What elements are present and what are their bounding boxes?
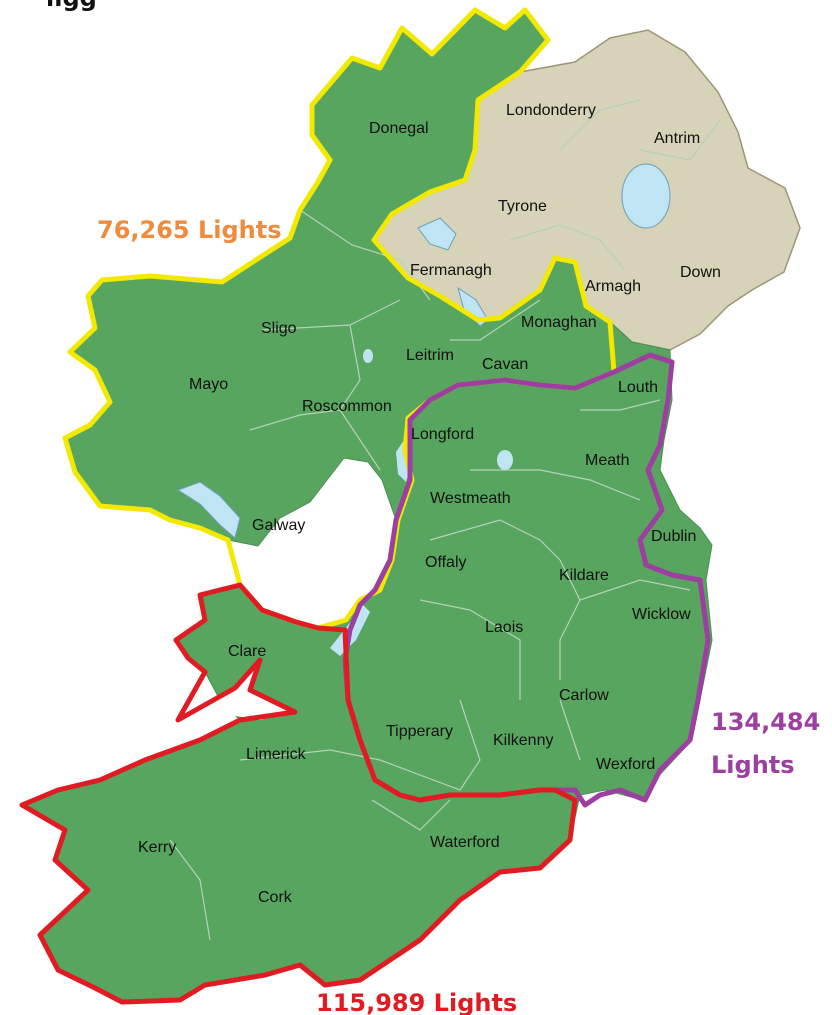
county-label: Antrim <box>654 130 700 147</box>
county-label: Tipperary <box>386 723 453 740</box>
county-label: Armagh <box>585 278 641 295</box>
east-total-number: 134,484 <box>711 708 820 736</box>
county-label: Kerry <box>138 839 176 856</box>
county-label: Tyrone <box>498 198 547 215</box>
county-label: Fermanagh <box>410 262 492 279</box>
county-label: Westmeath <box>430 490 511 507</box>
county-label: Leitrim <box>406 347 454 364</box>
county-borders <box>169 99 721 941</box>
county-label: Donegal <box>369 120 429 137</box>
east-total-unit: Lights <box>711 751 795 779</box>
county-label: Mayo <box>189 376 228 393</box>
county-label: Sligo <box>261 320 297 337</box>
county-label: Londonderry <box>506 102 596 119</box>
lough-neagh <box>621 163 671 229</box>
county-label: Galway <box>252 517 305 534</box>
north-west-total-label: 76,265 Lights <box>97 216 282 244</box>
county-label: Kilkenny <box>493 732 553 749</box>
county-label: Cavan <box>482 356 528 373</box>
county-label: Carlow <box>559 687 609 704</box>
county-label: Wexford <box>596 756 655 773</box>
county-label: Cork <box>258 889 293 906</box>
region-south-west-outline <box>19 582 578 1005</box>
county-label: Offaly <box>425 554 467 571</box>
shannon-estuary <box>178 660 295 728</box>
county-label: Kildare <box>559 567 609 584</box>
lough-ennell <box>497 450 513 470</box>
map-heading-fragment: ligg <box>46 0 97 12</box>
county-label: Waterford <box>430 834 500 851</box>
county-label: Down <box>680 264 721 281</box>
region-north-west-outline <box>62 7 617 631</box>
county-label: Roscommon <box>302 398 392 415</box>
county-label: Meath <box>585 452 629 469</box>
county-label: Laois <box>485 619 523 636</box>
county-label: Clare <box>228 643 266 660</box>
lough-erne <box>417 217 489 327</box>
south-west-total-label: 115,989 Lights <box>316 989 517 1015</box>
lough-allen <box>363 349 373 363</box>
county-label: Dublin <box>651 528 696 545</box>
lough-corrib <box>176 481 241 539</box>
county-label: Monaghan <box>521 314 597 331</box>
county-label: Limerick <box>246 746 307 763</box>
county-label: Longford <box>411 426 474 443</box>
county-labels: Donegal Londonderry Antrim Tyrone Ferman… <box>138 102 721 906</box>
county-label: Louth <box>618 379 658 396</box>
county-label: Wicklow <box>632 606 691 623</box>
